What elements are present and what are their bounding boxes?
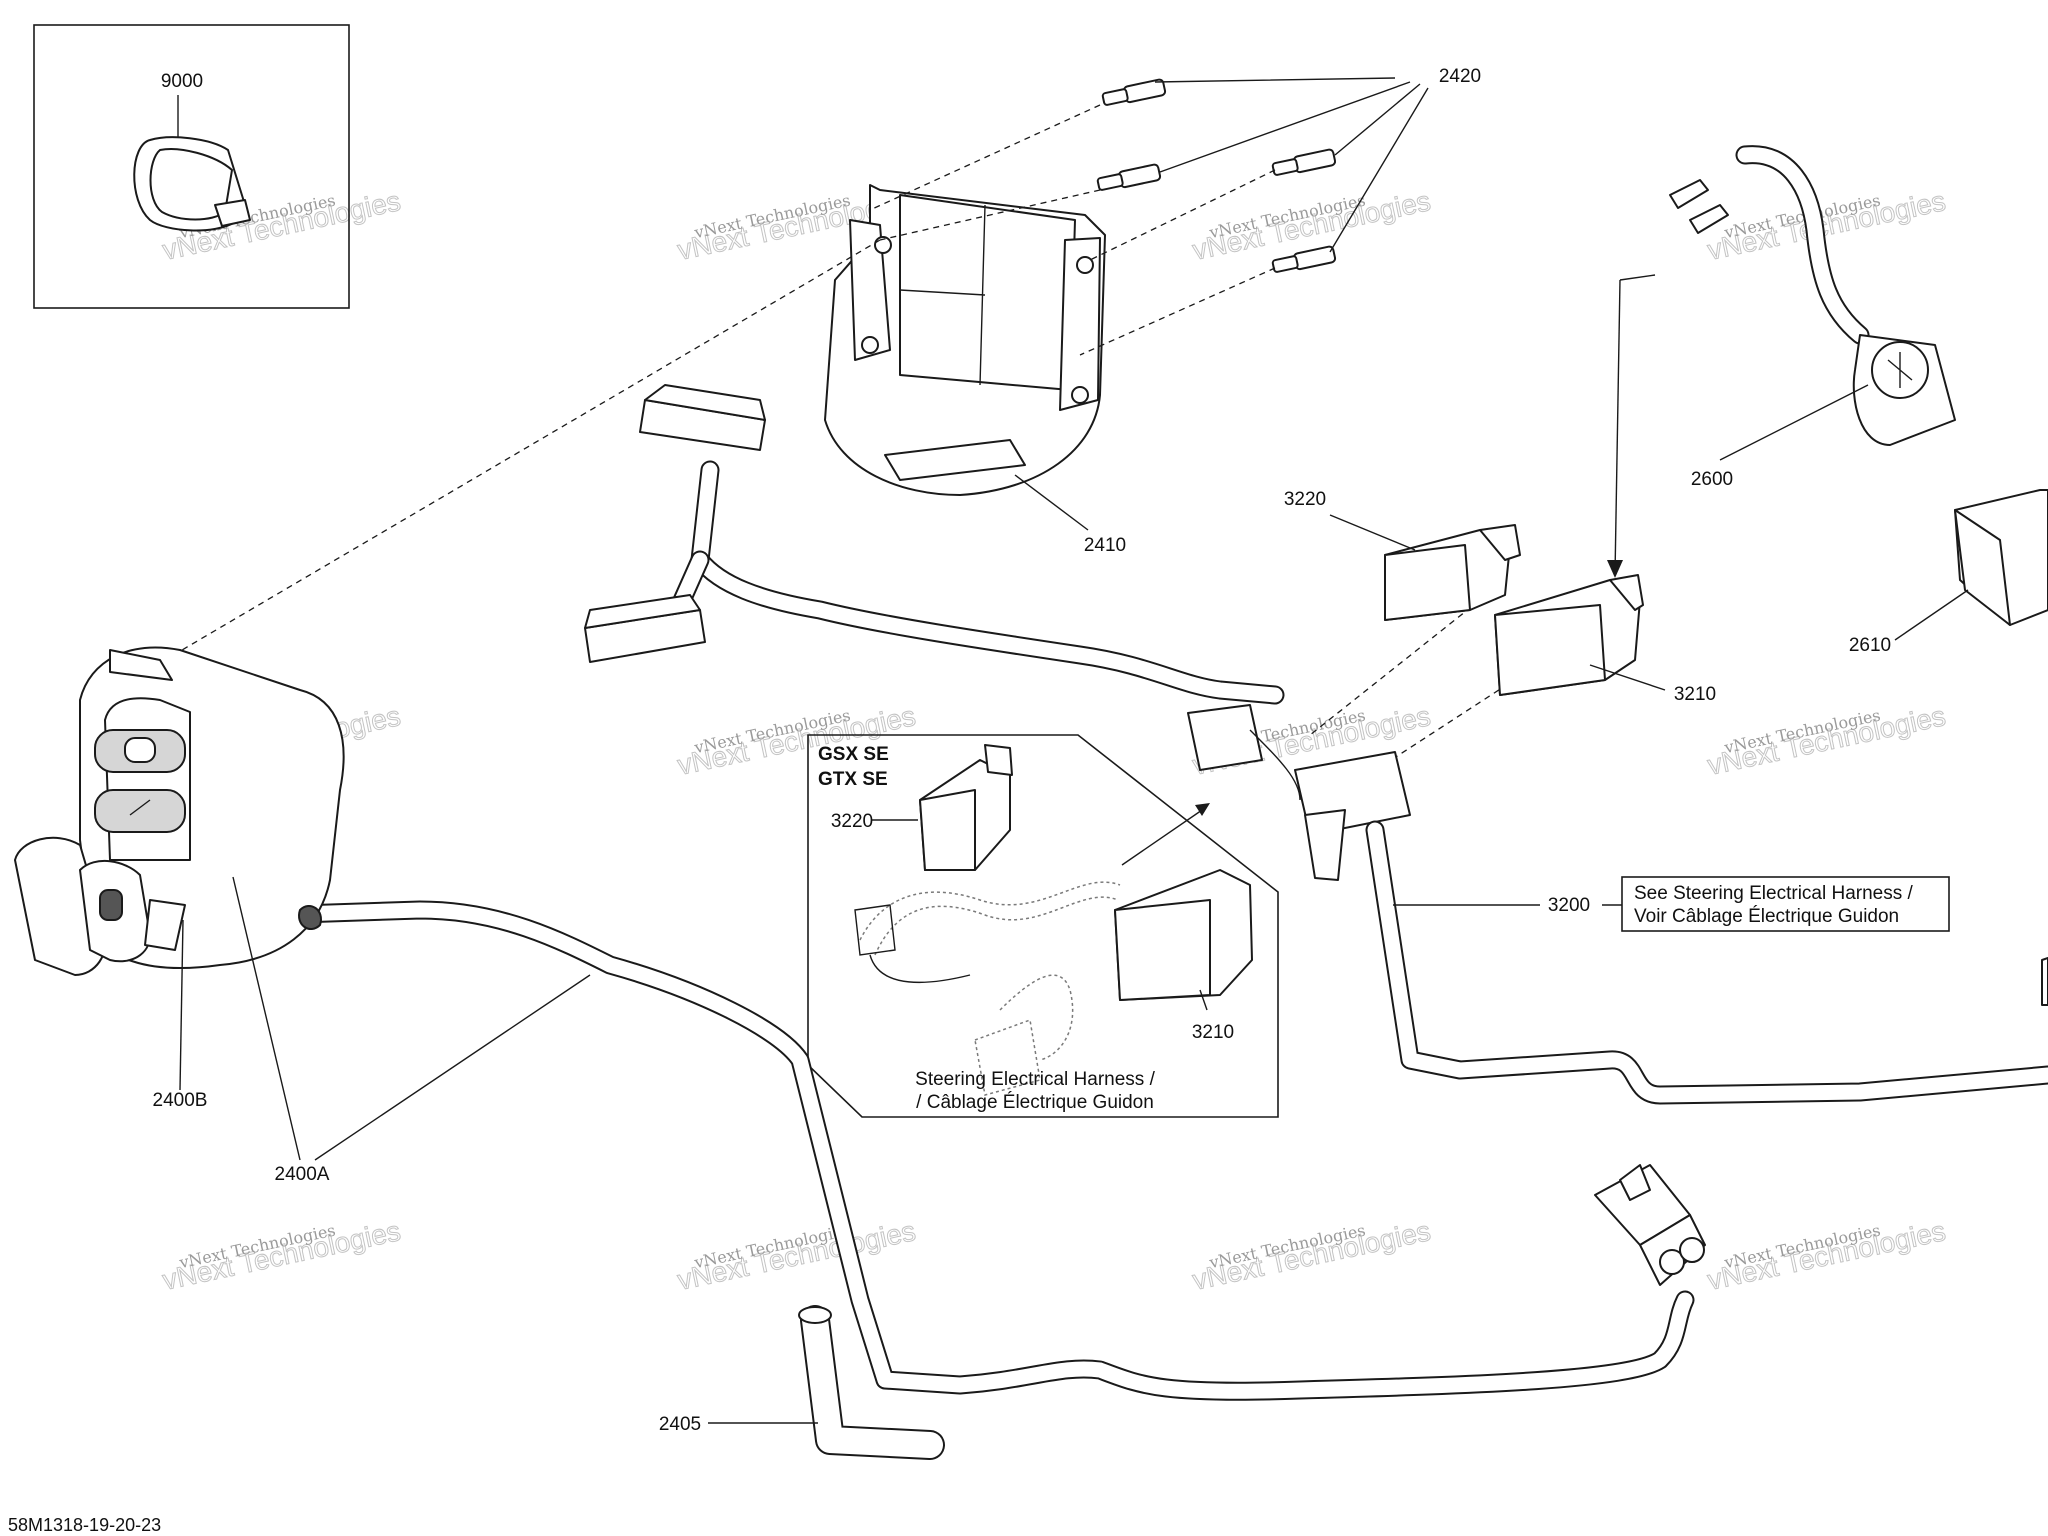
screw <box>1096 163 1162 191</box>
drawing-number: 58M1318-19-20-23 <box>8 1515 161 1535</box>
part-2600-switch: 2600 <box>1607 145 1956 578</box>
inset-caption-line1: Steering Electrical Harness / <box>915 1069 1155 1090</box>
connector-10-pin-bottom <box>584 594 706 663</box>
watermark: vNext Technologies vNext Technologies <box>159 1215 403 1297</box>
inset-arrow <box>1121 807 1206 866</box>
part-3210-connector: 3210 <box>1494 574 1716 705</box>
screw <box>1101 78 1167 106</box>
inset-model-gsx-se: GSX SE <box>818 744 889 765</box>
watermark: vNext Technologies vNext Technologies <box>1704 1215 1948 1297</box>
callout-2610: 2610 <box>1849 635 1891 656</box>
part-2410-housing: 2410 <box>824 184 1126 556</box>
part-2420-screws: 2420 <box>1096 66 1481 273</box>
watermark: vNext Technologies vNext Technologies <box>1189 1215 1433 1297</box>
upper-harness <box>584 384 1411 881</box>
callout-2600: 2600 <box>1691 469 1733 490</box>
arrow-2600-to-3210 <box>1614 279 1621 576</box>
callout-2420: 2420 <box>1439 66 1481 87</box>
watermark: vNext Technologies vNext Technologies <box>1704 700 1948 782</box>
leader-2600 <box>1719 384 1869 461</box>
part-3200-harness: 3200 See Steering Electrical Harness / V… <box>1365 820 2048 1105</box>
inset-3220-connector: 3220 <box>831 744 1013 871</box>
callout-2400a: 2400A <box>275 1164 330 1185</box>
watermark: vNext Technologies vNext Technologies <box>674 700 918 782</box>
inset-ghost-harness <box>854 881 1121 1096</box>
see-harness-note-line2: Voir Câblage Électrique Guidon <box>1634 906 1899 927</box>
leader-3210 <box>1589 664 1666 691</box>
callout-2400b: 2400B <box>153 1090 208 1111</box>
callout-3210: 3210 <box>1674 684 1716 705</box>
leader-2410 <box>1014 474 1089 531</box>
part-2405-tube: 2405 <box>659 1305 945 1460</box>
part-9000-frame <box>33 24 350 309</box>
callout-3220: 3220 <box>1284 489 1326 510</box>
callout-3200: 3200 <box>1548 895 1590 916</box>
part-9000-clip <box>133 136 251 232</box>
part-2610-grip: 2610 <box>1849 489 2048 656</box>
inset-caption-line2: / Câblage Électrique Guidon <box>916 1092 1154 1113</box>
leader-2400b <box>179 919 184 1091</box>
callout-9000: 9000 <box>161 71 203 92</box>
inset-3210-connector: 3210 <box>1114 869 1253 1043</box>
part-2400a-switch-housing: 2400B 2400A <box>14 646 1695 1401</box>
callout-2410: 2410 <box>1084 535 1126 556</box>
model-inset: GSX SE GTX SE 3220 3210 Steering Electri… <box>807 734 1279 1118</box>
leader-2400a <box>232 876 591 1161</box>
part-3220-connector: 3220 <box>1284 489 1521 621</box>
harness-connector-pair <box>1187 704 1411 881</box>
connector-10-pin-top <box>639 384 766 451</box>
see-harness-note <box>1621 876 1950 932</box>
part-9000-box: 9000 <box>33 24 350 309</box>
screw <box>1271 245 1337 273</box>
leader-2610 <box>1894 589 1969 641</box>
lower-sealed-connector <box>1594 1164 1706 1286</box>
screw <box>1271 148 1337 176</box>
inset-callout-3220: 3220 <box>831 811 873 832</box>
watermark: vNext Technologies vNext Technologies <box>674 1215 918 1297</box>
inset-callout-3210: 3210 <box>1192 1022 1234 1043</box>
inset-model-gtx-se: GTX SE <box>818 769 888 790</box>
leader-2420 <box>1154 77 1429 253</box>
callout-2405: 2405 <box>659 1414 701 1435</box>
leader-3220 <box>1329 514 1416 551</box>
see-harness-note-line1: See Steering Electrical Harness / <box>1634 883 1914 904</box>
